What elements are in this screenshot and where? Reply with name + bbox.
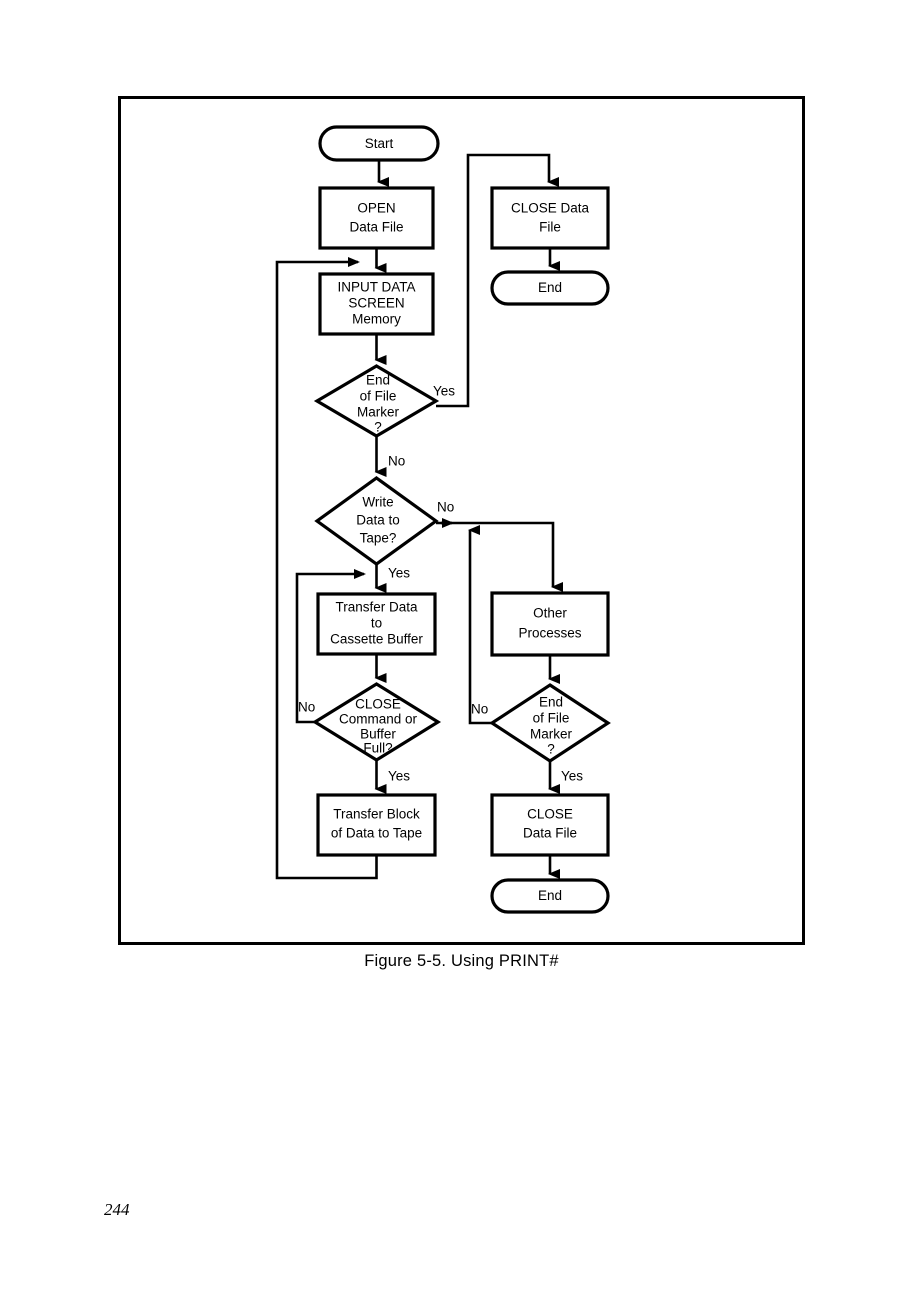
edge-buffer-no — [295, 569, 366, 724]
node-other-processes: Other Processes — [490, 591, 610, 657]
node-write-line3: Tape? — [360, 531, 397, 546]
node-start: Start — [318, 125, 440, 162]
node-buffer-line4: Full? — [363, 741, 392, 756]
edge-write-no — [436, 521, 563, 592]
node-eof2-line4: ? — [547, 742, 555, 757]
node-close-data-file-bottom: CLOSE Data File — [490, 793, 610, 857]
page-number: 244 — [104, 1200, 130, 1219]
edge-label-eof1-no: No — [388, 454, 405, 469]
node-write-line2: Data to — [356, 513, 400, 528]
node-eof-marker-2: End of File Marker ? — [489, 683, 611, 763]
node-close-bottom-line1: CLOSE — [527, 807, 573, 822]
node-transfer-line3: Cassette Buffer — [330, 632, 423, 647]
node-close-top-line2: File — [539, 220, 561, 235]
node-eof1-line3: Marker — [357, 405, 400, 420]
node-end-top-label: End — [538, 280, 562, 295]
node-write-line1: Write — [362, 495, 393, 510]
node-transfer-block: Transfer Block of Data to Tape — [316, 793, 437, 857]
node-open-data-file: OPEN Data File — [318, 186, 435, 250]
node-input-line2: SCREEN — [348, 296, 404, 311]
edge-label-buffer-no: No — [298, 700, 315, 715]
node-input-line3: Memory — [352, 312, 401, 327]
node-eof1-line1: End — [366, 373, 390, 388]
node-transfer-line2: to — [371, 616, 382, 631]
edge-block-loop-back — [275, 257, 378, 880]
edge-label-eof1-yes: Yes — [433, 384, 455, 399]
node-buffer-line3: Buffer — [360, 727, 396, 742]
edge-eof1-yes — [436, 153, 559, 408]
node-eof1-line4: ? — [374, 420, 382, 435]
node-transfer-line1: Transfer Data — [335, 600, 418, 615]
node-input-line1: INPUT DATA — [337, 280, 415, 295]
node-input-data: INPUT DATA SCREEN Memory — [318, 272, 435, 336]
edge-label-write-yes: Yes — [388, 566, 410, 581]
node-buffer-line1: CLOSE — [355, 697, 401, 712]
node-end-bottom-label: End — [538, 888, 562, 903]
node-other-line1: Other — [533, 606, 567, 621]
node-transfer-data: Transfer Data to Cassette Buffer — [316, 592, 437, 656]
node-end-top: End — [490, 270, 610, 306]
node-close-data-file-top: CLOSE Data File — [490, 186, 610, 250]
node-eof2-line1: End — [539, 695, 563, 710]
node-open-line1: OPEN — [357, 201, 395, 216]
node-close-bottom-line2: Data File — [523, 826, 577, 841]
figure-frame — [118, 96, 805, 945]
figure-caption: Figure 5-5. Using PRINT# — [364, 952, 559, 970]
node-close-top-line1: CLOSE Data — [511, 201, 590, 216]
node-block-line2: of Data to Tape — [331, 826, 422, 841]
node-buffer-line2: Command or — [339, 712, 418, 727]
node-eof2-line3: Marker — [530, 727, 573, 742]
node-start-label: Start — [365, 136, 394, 151]
node-eof2-line2: of File — [533, 711, 570, 726]
node-write-data-to-tape: Write Data to Tape? — [314, 476, 439, 566]
flowchart-diagram: Start OPEN Data File INPUT DATA SCREEN M… — [275, 125, 611, 914]
node-eof-marker-1: End of File Marker ? — [313, 364, 440, 438]
edge-label-eof2-yes: Yes — [561, 769, 583, 784]
node-other-line2: Processes — [518, 626, 581, 641]
node-block-line1: Transfer Block — [333, 807, 420, 822]
node-close-or-buffer-full: CLOSE Command or Buffer Full? — [311, 682, 442, 762]
edge-label-buffer-yes: Yes — [388, 769, 410, 784]
edge-label-write-no: No — [437, 500, 454, 515]
node-open-line2: Data File — [349, 220, 403, 235]
edge-eof2-no — [468, 525, 492, 725]
node-eof1-line2: of File — [360, 389, 397, 404]
edge-label-eof2-no: No — [471, 702, 488, 717]
node-end-bottom: End — [490, 878, 610, 914]
